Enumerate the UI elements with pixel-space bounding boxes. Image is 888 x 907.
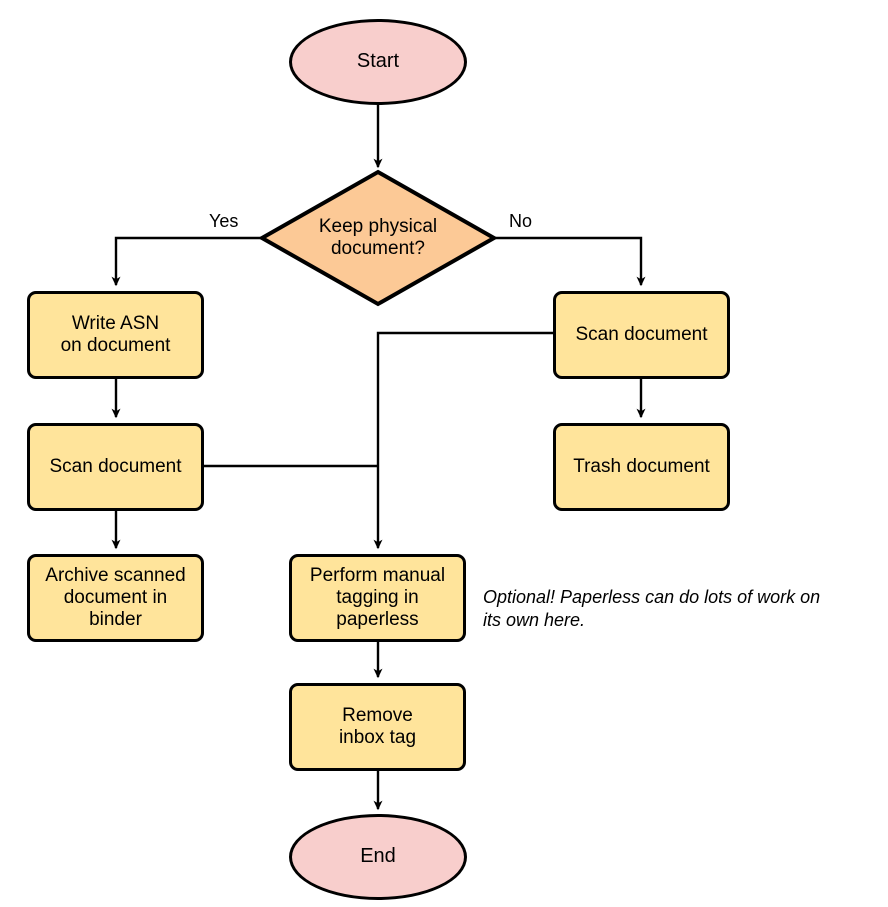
node-scan-document-right[interactable]: Scan document [553, 291, 730, 379]
node-end-label: End [360, 845, 396, 868]
node-remove-inbox-tag-label: Remove inbox tag [338, 704, 417, 748]
node-archive-scanned-document-in-binder[interactable]: Archive scanned document in binder [27, 554, 204, 642]
node-archive-scanned-document-in-binder-label: Archive scanned document in binder [45, 564, 186, 631]
node-start-label: Start [356, 50, 400, 73]
node-write-asn-on-document[interactable]: Write ASN on document [27, 291, 204, 379]
edge-label-yes: Yes [209, 211, 239, 231]
edge-decision-to-write-asn [111, 236, 262, 287]
node-write-asn-on-document-label: Write ASN on document [60, 312, 171, 356]
node-scan-document-right-label: Scan document [575, 323, 708, 345]
decision-shape-keep-physical-document [257, 169, 499, 307]
node-start[interactable]: Start [289, 19, 467, 105]
node-trash-document-label: Trash document [573, 455, 710, 477]
node-remove-inbox-tag[interactable]: Remove inbox tag [289, 683, 466, 771]
edge-label-no: No [509, 211, 533, 231]
edge-decision-to-scan-document-right [494, 236, 646, 287]
node-scan-document-left[interactable]: Scan document [27, 423, 204, 511]
node-trash-document[interactable]: Trash document [553, 423, 730, 511]
annotation-optional-note: Optional! Paperless can do lots of work … [483, 587, 821, 631]
node-perform-manual-tagging-in-paperless[interactable]: Perform manual tagging in paperless [289, 554, 466, 642]
node-end[interactable]: End [289, 814, 467, 900]
node-scan-document-left-label: Scan document [49, 455, 182, 477]
node-perform-manual-tagging-in-paperless-label: Perform manual tagging in paperless [309, 564, 446, 631]
edge-scan-document-right-to-manual-tagging [373, 331, 553, 550]
